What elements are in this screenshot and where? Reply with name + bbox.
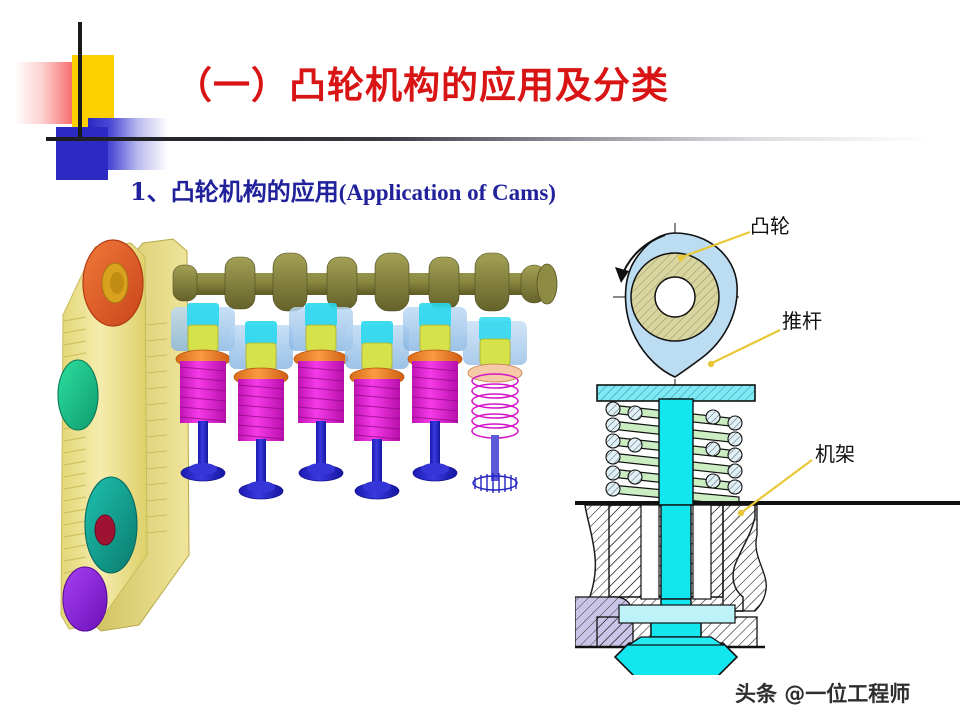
section-subtitle-en: (Application of Cams) [338,180,556,205]
valve-assembly-group [171,303,527,500]
section-subtitle: 1、凸轮机构的应用(Application of Cams) [130,172,556,207]
section-subtitle-cn: 1、凸轮机构的应用 [130,177,339,206]
rotation-arrow-icon [615,234,666,283]
pushrod-stem [613,398,739,675]
valve-assembly-cutaway [463,317,527,493]
label-follower: 推杆 [782,309,822,333]
timing-belt [57,238,190,632]
blue-square-icon [56,127,108,180]
label-frame: 机架 [815,442,855,466]
horizontal-rule-divider [46,137,930,141]
camshaft [172,252,558,312]
watermark-text: 头条 @一位工程师 [735,682,911,706]
vertical-rule-divider [78,22,82,140]
machine-frame [575,501,960,649]
label-cam: 凸轮 [750,214,790,238]
valve-assembly [171,303,527,500]
cam-follower-figure [575,223,960,675]
cam-profile [624,232,738,378]
page-title: （一）凸轮机构的应用及分类 [175,63,669,107]
engine-valvetrain-figure [57,238,558,632]
